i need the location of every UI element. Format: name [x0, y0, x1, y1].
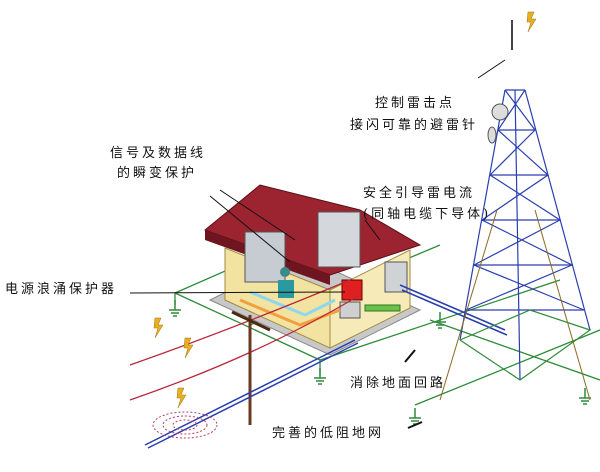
buried-cable — [144, 284, 508, 449]
house — [204, 184, 422, 356]
utility-pole — [231, 310, 271, 425]
label-lightning-current: 安全引导雷电流 — [363, 186, 476, 201]
label-transient-protection: 的瞬变保护 — [117, 166, 198, 181]
ground-symbol — [313, 367, 327, 385]
communication-tower — [459, 20, 592, 381]
label-strike-point: 控制雷击点 — [375, 96, 456, 111]
lightning-bolt-icon — [176, 387, 187, 409]
lightning-bolt-icon — [183, 337, 194, 359]
label-ground-grid: 完善的低阻地网 — [272, 426, 385, 441]
label-power-spd: 电源浪涌保护器 — [5, 282, 118, 297]
leader-lines — [129, 59, 506, 429]
label-lightning-rod: 接闪可靠的避雷针 — [350, 118, 479, 133]
tower-rails — [439, 209, 591, 401]
antenna-icon — [487, 126, 497, 144]
lightning-bolt-icon — [153, 317, 164, 339]
ground-symbol — [168, 299, 182, 317]
lightning-bolt-icon — [526, 11, 537, 33]
satellite-dish-icon — [491, 103, 509, 121]
label-signal-data: 信号及数据线 — [110, 146, 207, 161]
ground-ripples — [152, 411, 218, 439]
label-coax-conductor: (同轴电缆下导体) — [363, 207, 492, 222]
label-ground-loop: 消除地面回路 — [350, 376, 447, 391]
ground-symbol — [408, 407, 422, 425]
